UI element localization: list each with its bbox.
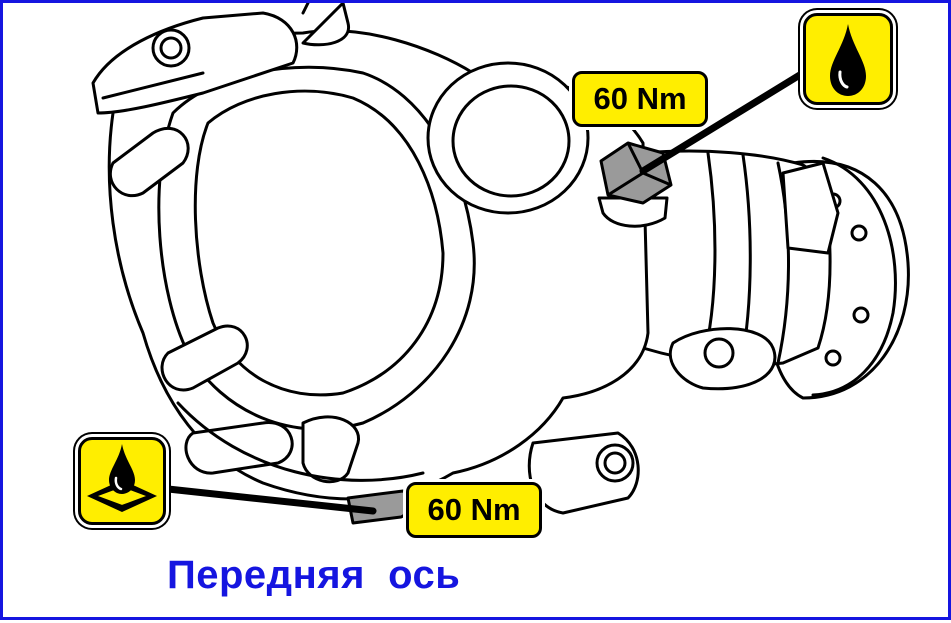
side-lug [108, 126, 190, 198]
diagram-caption: Передняя ось [167, 553, 461, 597]
vent-stub [301, 3, 350, 47]
fill-plug [597, 141, 673, 228]
leader-upper [639, 69, 807, 175]
torque-label-upper: 60 Nm [572, 71, 708, 127]
cover-plate [157, 65, 476, 431]
sealant-icon [78, 437, 166, 525]
flange-hole [824, 349, 842, 367]
flange-rim [811, 156, 897, 397]
leader-lower [164, 485, 377, 515]
flange-hole [852, 306, 870, 324]
flange-hole [850, 224, 868, 242]
oil-drop-icon [803, 13, 893, 105]
lower-lug [160, 324, 249, 392]
torque-label-lower: 60 Nm [406, 482, 542, 538]
axle-drawing [91, 3, 910, 525]
port-inner [451, 84, 571, 198]
collar [781, 161, 840, 255]
